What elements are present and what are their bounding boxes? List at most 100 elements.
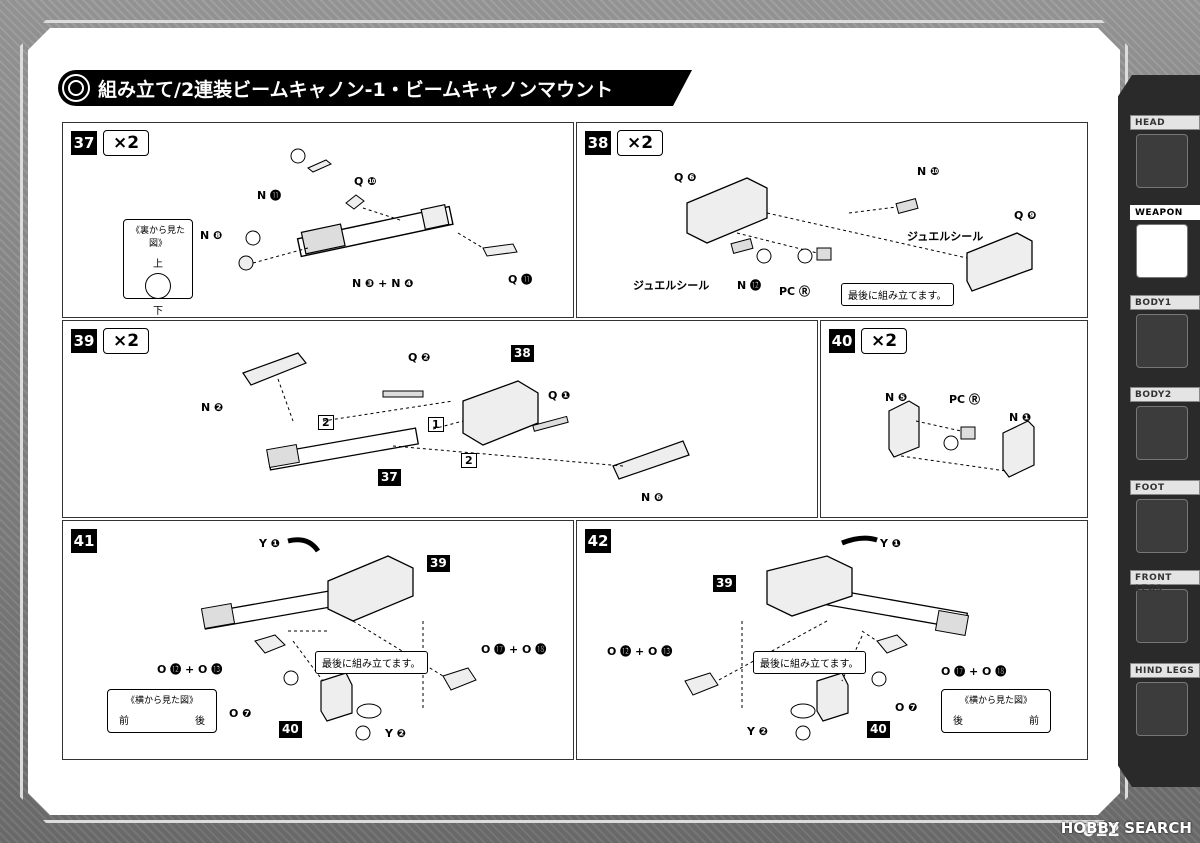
assembly-note: 最後に組み立てます。 [841, 283, 954, 306]
head-thumbnail-icon [1136, 134, 1188, 188]
part-label: N ❿ [917, 165, 940, 178]
quantity-badge: ×2 [617, 130, 663, 156]
rear-view-callout: 《裏から見た図》 上 下 [123, 219, 193, 317]
quantity-badge: ×2 [103, 130, 149, 156]
section-title-bar: 組み立て/2連装ビームキャノン-1・ビームキャノンマウント [58, 70, 692, 106]
front-label: 前 [119, 716, 129, 727]
foot-thumbnail-icon [1136, 499, 1188, 553]
part-label: ジュエルシール [907, 230, 984, 243]
callout-title: 《横から見た図》 [125, 696, 198, 706]
part-label: Q ❶ [548, 389, 571, 402]
callout-bottom-label: 下 [153, 306, 163, 317]
step-number: 41 [71, 529, 97, 553]
part-label: PC Ⓡ [779, 285, 810, 298]
part-label: N ❻ [641, 491, 664, 504]
step-41-panel: 41 Y ❶ 39 O ⓬ + O ⓭ O ⓱ + O ⓲ 最後に組み立てます。… [62, 520, 574, 760]
part-label: Y ❷ [747, 725, 769, 738]
sidebar-item-foot[interactable]: FOOT [1130, 480, 1200, 553]
callout-title: 《横から見た図》 [959, 696, 1032, 706]
side-view-callout: 《横から見た図》 後 前 [941, 689, 1051, 733]
page-title: 組み立て/2連装ビームキャノン-1・ビームキャノンマウント [98, 78, 614, 101]
section-sidebar: HEAD WEAPON BODY1 BODY2 FOOT FRONT LEGS … [1118, 75, 1200, 787]
step-42-diagram [684, 535, 970, 741]
step-number: 40 [829, 329, 855, 353]
step-41-diagram [200, 537, 477, 741]
step-reference: 40 [867, 721, 890, 738]
step-38-diagram [686, 177, 1033, 292]
step-reference: 39 [713, 575, 736, 592]
back-label: 後 [195, 716, 205, 727]
body1-thumbnail-icon [1136, 314, 1188, 368]
watermark: HOBBY SEARCH [1060, 819, 1192, 837]
sidebar-item-body2[interactable]: BODY2 [1130, 387, 1200, 460]
step-42-panel: 42 Y ❶ 39 O ⓬ + O ⓭ O ⓱ + O ⓲ 最後に組み立てます。… [576, 520, 1088, 760]
step-number: 39 [71, 329, 97, 353]
part-label: N ❺ [885, 391, 908, 404]
back-label: 後 [953, 716, 963, 727]
part-label: Q ❻ [674, 171, 697, 184]
sidebar-item-front-legs[interactable]: FRONT LEGS [1130, 570, 1200, 643]
gear-icon [62, 74, 90, 102]
callout-row: 後 前 [945, 712, 1047, 727]
part-label: O ⓱ + O ⓲ [481, 643, 547, 656]
step-number: 38 [585, 131, 611, 155]
part-label: N ⓫ [257, 189, 282, 202]
step-39-diagram [242, 352, 690, 480]
sidebar-item-weapon[interactable]: WEAPON [1130, 205, 1200, 278]
part-label: Y ❶ [259, 537, 281, 550]
step-40-panel: 40 ×2 N ❺ PC Ⓡ N ❶ [820, 320, 1088, 518]
sidebar-item-head[interactable]: HEAD [1130, 115, 1200, 188]
part-label: ジュエルシール [633, 279, 710, 292]
step-number: 42 [585, 529, 611, 553]
part-label: N ⓬ [737, 279, 762, 292]
part-label: Q ⓫ [508, 273, 533, 286]
callout-row: 前 後 [111, 712, 213, 727]
step-reference: 38 [511, 345, 534, 362]
sidebar-item-label: BODY1 [1130, 295, 1200, 310]
quantity-badge: ×2 [861, 328, 907, 354]
sidebar-item-label: HIND LEGS [1130, 663, 1200, 678]
sidebar-item-label: FRONT LEGS [1130, 570, 1200, 594]
step-number: 37 [71, 131, 97, 155]
part-label: O ⓬ + O ⓭ [607, 645, 673, 658]
step-reference: 39 [427, 555, 450, 572]
part-label: Q ❾ [1014, 209, 1037, 222]
assembly-note: 最後に組み立てます。 [315, 651, 428, 674]
part-label: Y ❷ [385, 727, 407, 740]
part-label: Q ❷ [408, 351, 431, 364]
view-circle [145, 273, 171, 299]
step-38-panel: 38 ×2 Q ❻ N ❿ Q ❾ ジュエルシール ジュエルシール N ⓬ PC… [576, 122, 1088, 318]
assembly-note: 最後に組み立てます。 [753, 651, 866, 674]
body2-thumbnail-icon [1136, 406, 1188, 460]
sidebar-item-label: WEAPON [1130, 205, 1200, 220]
part-label: N ❶ [1009, 411, 1032, 424]
step-37-diagram [238, 148, 518, 271]
callout-top-label: 上 [153, 259, 163, 270]
part-label: N ❷ [201, 401, 224, 414]
part-label: O ❼ [229, 707, 252, 720]
part-label: N ❸ + N ❹ [352, 277, 414, 290]
sidebar-item-label: HEAD [1130, 115, 1200, 130]
weapon-thumbnail-icon [1136, 224, 1188, 278]
order-box: 1 [428, 417, 444, 432]
sidebar-item-body1[interactable]: BODY1 [1130, 295, 1200, 368]
hind-legs-thumbnail-icon [1136, 682, 1188, 736]
sidebar-item-label: BODY2 [1130, 387, 1200, 402]
part-label: Y ❶ [880, 537, 902, 550]
part-label: Q ❿ [354, 175, 377, 188]
sidebar-item-hind-legs[interactable]: HIND LEGS [1130, 663, 1200, 736]
step-reference: 40 [279, 721, 302, 738]
part-label: O ❼ [895, 701, 918, 714]
step-39-panel: 39 ×2 N ❷ Q ❷ 38 Q ❶ N ❻ 37 1 2 2 [62, 320, 818, 518]
front-legs-thumbnail-icon [1136, 589, 1188, 643]
step-40-diagram [888, 400, 1035, 478]
order-box: 2 [318, 415, 334, 430]
quantity-badge: ×2 [103, 328, 149, 354]
part-label: O ⓬ + O ⓭ [157, 663, 223, 676]
side-view-callout: 《横から見た図》 前 後 [107, 689, 217, 733]
part-label: O ⓱ + O ⓲ [941, 665, 1007, 678]
step-reference: 37 [378, 469, 401, 486]
front-label: 前 [1029, 716, 1039, 727]
order-box: 2 [461, 453, 477, 468]
sidebar-item-label: FOOT [1130, 480, 1200, 495]
